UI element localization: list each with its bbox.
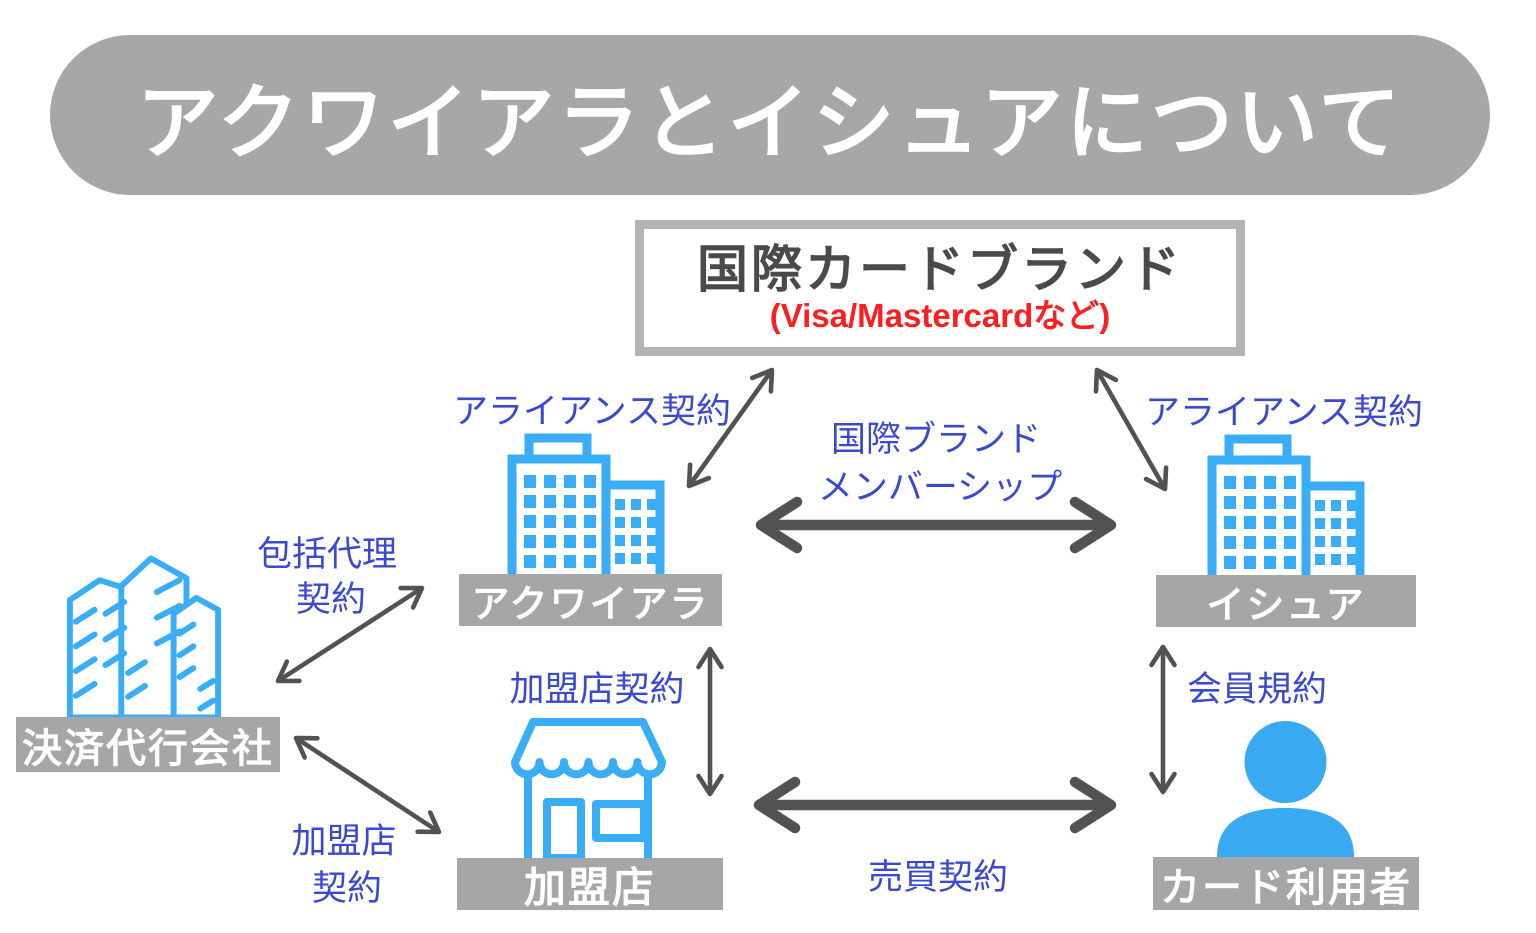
- brand-box-title: 国際カードブランド: [696, 240, 1183, 298]
- label-merchant-contract-psp-line2: 契約: [311, 869, 383, 908]
- page-title: アクワイアラとイシュアについて: [136, 77, 1404, 169]
- brand-box-subtitle: (Visa/Mastercardなど): [769, 297, 1111, 335]
- label-merchant-contract-acquirer: 加盟店契約: [509, 670, 685, 709]
- entity-label-issuer: イシュア: [1156, 575, 1416, 627]
- brand-box: 国際カードブランド (Visa/Mastercardなど): [635, 220, 1245, 356]
- label-merchant-contract-psp-line1: 加盟店: [291, 822, 397, 861]
- label-brand-membership-line1: 国際ブランド: [830, 420, 1042, 459]
- entity-label-payment-agency: 決済代行会社: [16, 717, 280, 772]
- label-member-terms: 会員規約: [1186, 670, 1328, 709]
- label-sales-contract: 売買契約: [867, 858, 1009, 897]
- label-brand-membership-line2: メンバーシップ: [817, 468, 1063, 507]
- storefront-icon: [497, 716, 679, 858]
- entity-label-acquirer: アクワイアラ: [459, 574, 722, 626]
- label-comprehensive-agency-line2: 契約: [295, 580, 367, 619]
- person-icon: [1208, 720, 1363, 857]
- label-comprehensive-agency-line1: 包括代理: [256, 535, 398, 574]
- label-alliance-contract-left: アライアンス契約: [453, 392, 731, 431]
- label-alliance-contract-right: アライアンス契約: [1145, 393, 1423, 432]
- entity-label-cardholder: カード利用者: [1153, 857, 1419, 910]
- entity-label-merchant: 加盟店: [457, 858, 723, 911]
- office-buildings-icon-issuer: [1205, 434, 1365, 575]
- office-buildings-icon-acquirer: [505, 433, 665, 574]
- skyscrapers-icon: [62, 552, 225, 718]
- title-banner: アクワイアラとイシュアについて: [50, 35, 1490, 195]
